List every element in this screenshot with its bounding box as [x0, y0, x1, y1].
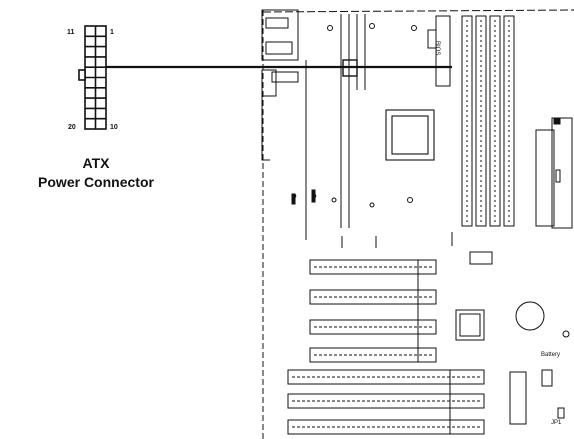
- jumper-label: JP1: [551, 420, 562, 426]
- connector-title-line2: Power Connector: [38, 174, 154, 190]
- pin-label-bottom-right: 10: [110, 124, 118, 131]
- board-chips: [455, 251, 570, 425]
- board-small-components: [291, 23, 417, 208]
- ide-connectors: [535, 117, 573, 229]
- expansion-slots: [287, 259, 485, 435]
- motherboard-outline: [261, 9, 574, 439]
- pin-label-top-right: 1: [110, 29, 114, 36]
- atx-connector: [78, 25, 107, 130]
- bios-chip: [427, 15, 451, 87]
- board-ticks: [341, 232, 453, 248]
- connector-title-line1: ATX: [83, 155, 111, 171]
- battery-label: Battery: [541, 352, 560, 358]
- pin-label-bottom-left: 20: [68, 124, 76, 131]
- bios-label: BIOS: [434, 41, 440, 55]
- pin-label-top-left: 11: [67, 29, 75, 36]
- memory-slots: [461, 15, 515, 227]
- cpu-socket: [385, 109, 435, 161]
